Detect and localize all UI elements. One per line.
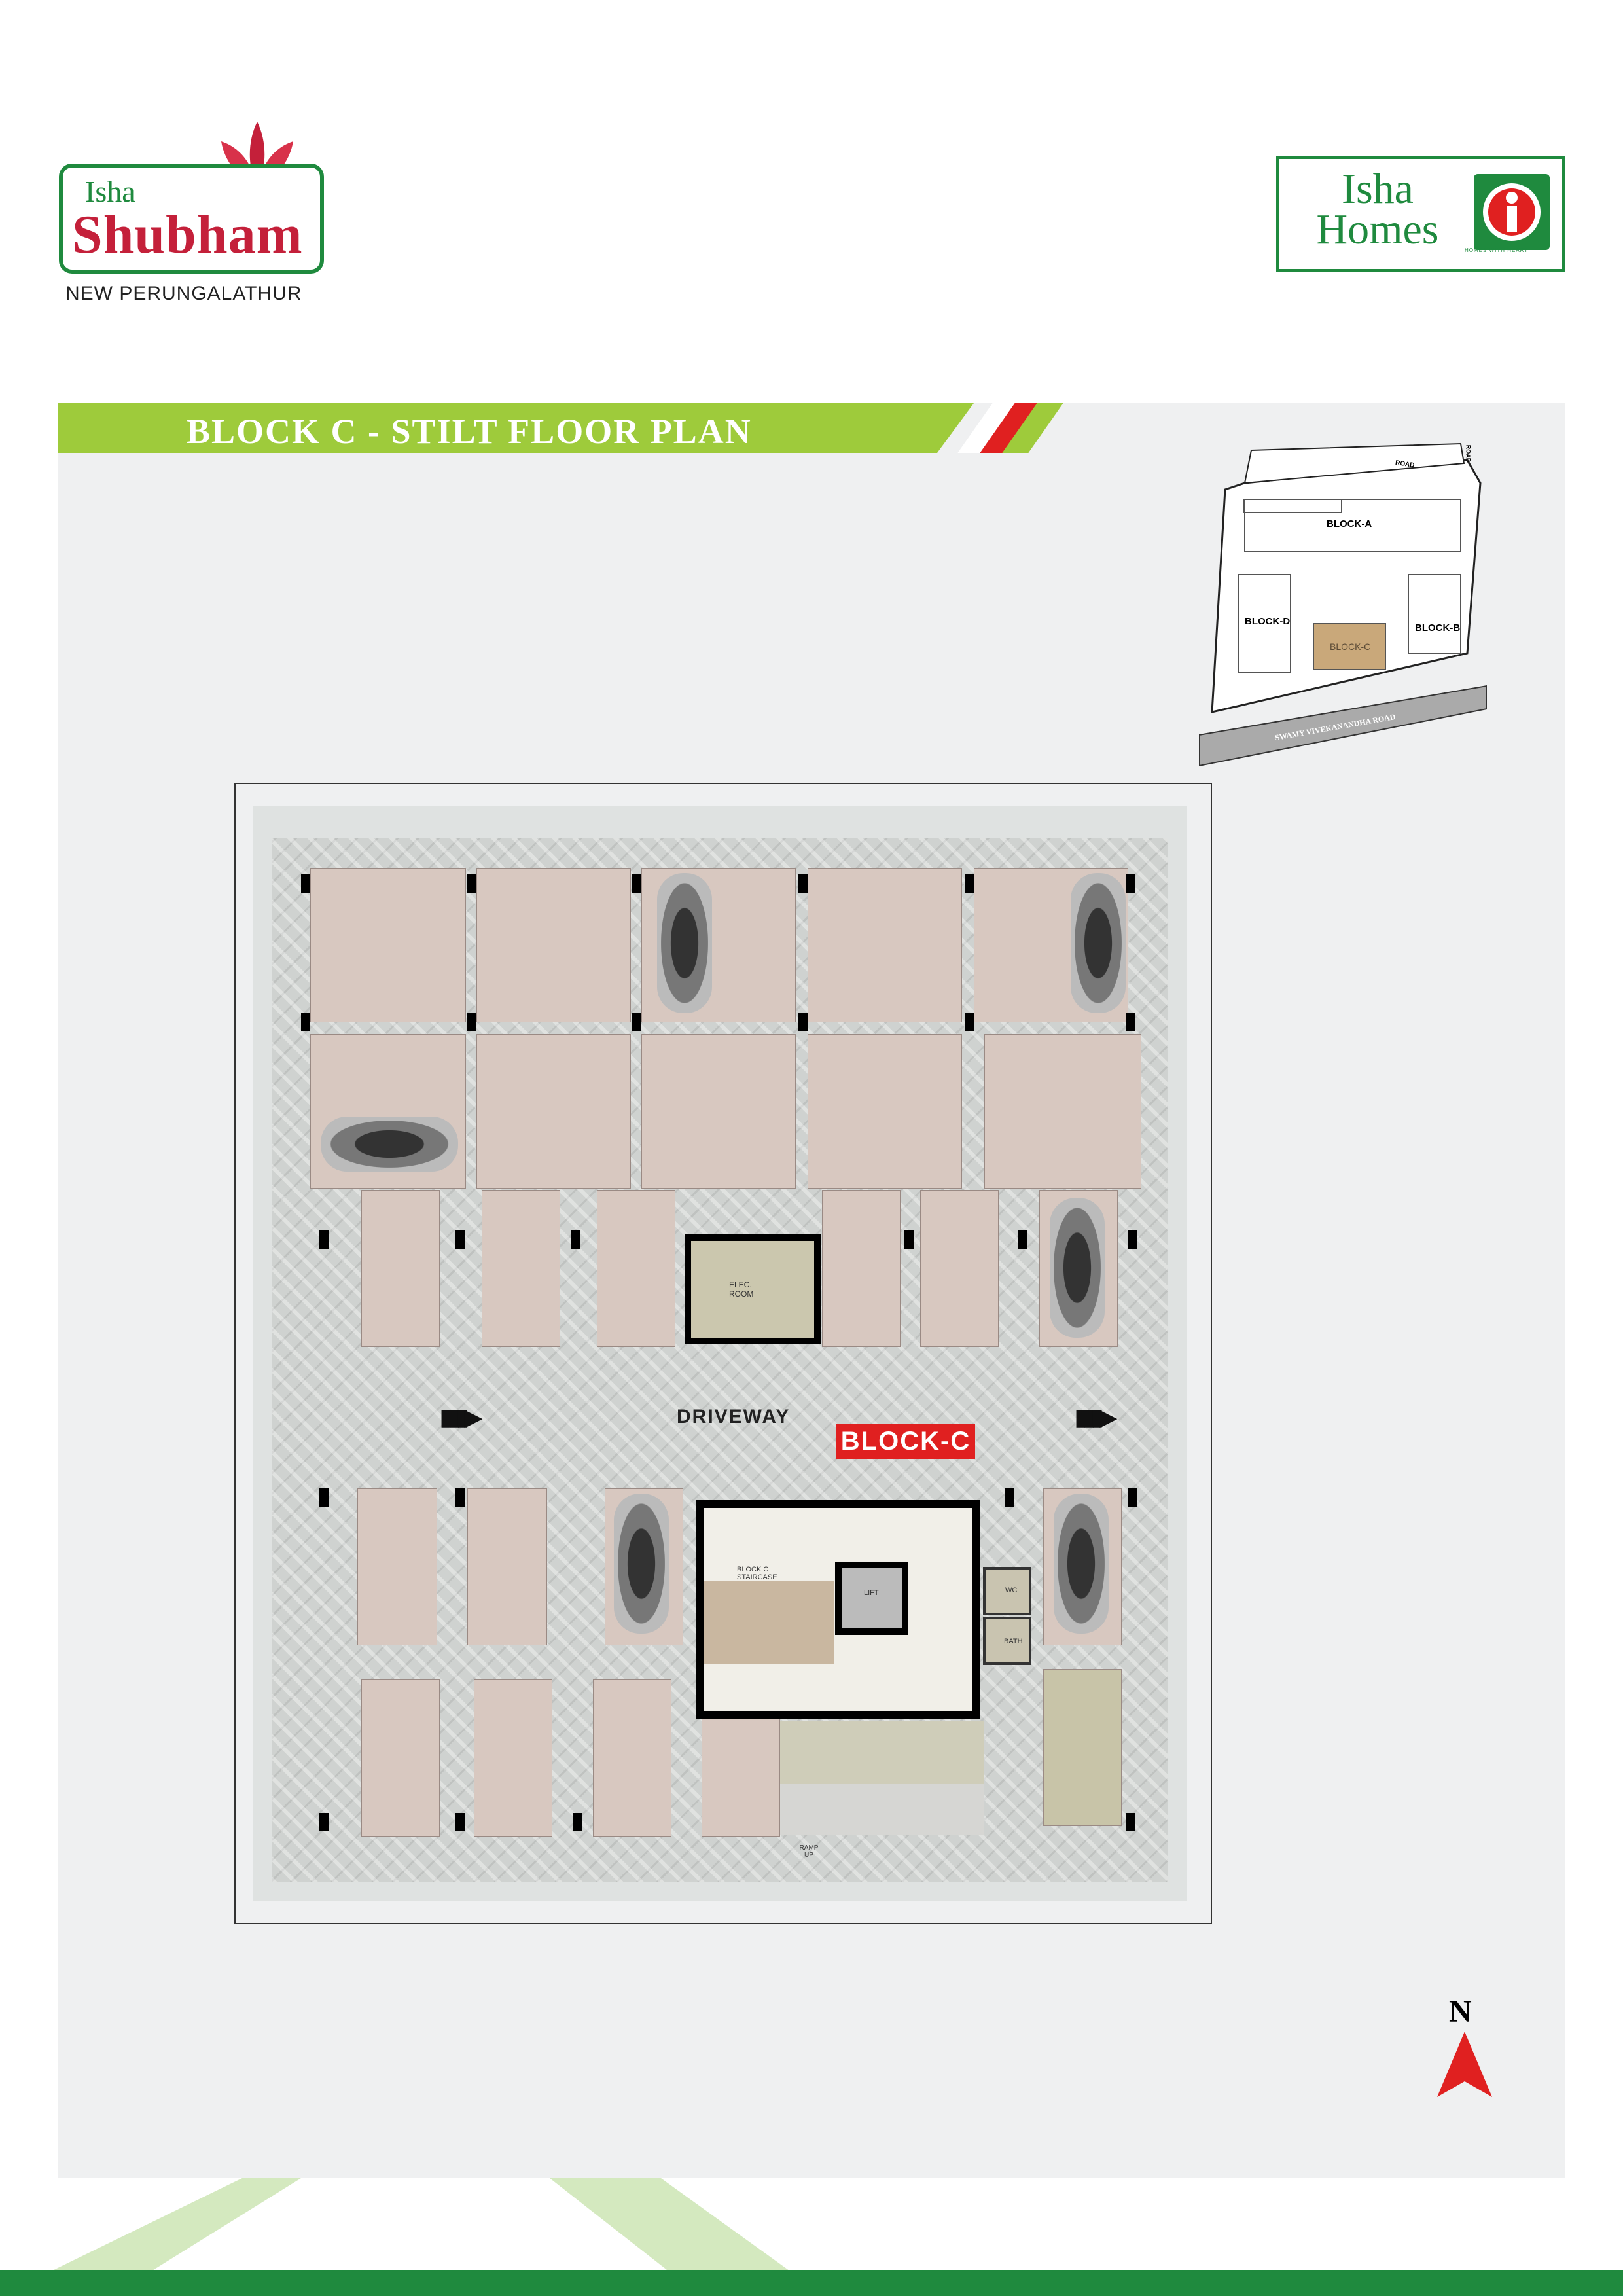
column bbox=[798, 1013, 808, 1031]
keyplan-road-side-label: ROAD bbox=[1465, 444, 1472, 463]
isha-homes-text: Isha Homes bbox=[1296, 165, 1459, 253]
elec-room-label: ELEC. ROOM bbox=[729, 1280, 754, 1299]
staircase bbox=[704, 1581, 834, 1664]
parking-bay bbox=[310, 868, 466, 1022]
isha-homes-line1: Isha bbox=[1342, 165, 1414, 213]
parking-bay bbox=[920, 1190, 999, 1347]
keyplan-block-c: BLOCK-C bbox=[1330, 641, 1371, 652]
bath-room bbox=[983, 1617, 1031, 1665]
parking-bay bbox=[474, 1679, 552, 1837]
column bbox=[455, 1488, 465, 1507]
isha-homes-line2: Homes bbox=[1316, 206, 1439, 253]
column bbox=[319, 1813, 329, 1831]
driveway-label: DRIVEWAY bbox=[677, 1406, 791, 1427]
key-plan: ROAD ROAD BLOCK-A BLOCK-D BLOCK-B BLOCK-… bbox=[1198, 437, 1488, 767]
column bbox=[798, 874, 808, 893]
bath-label: BATH bbox=[1004, 1638, 1023, 1645]
keyplan-block-a: BLOCK-A bbox=[1327, 518, 1372, 529]
north-arrow-icon bbox=[1437, 2032, 1492, 2097]
column bbox=[1128, 1230, 1137, 1249]
footer-bar bbox=[0, 2270, 1623, 2296]
arrow-right-icon: ▮▮▮▶ bbox=[1075, 1405, 1116, 1430]
parking-bay bbox=[357, 1488, 437, 1645]
column bbox=[1005, 1488, 1014, 1507]
parking-bay bbox=[593, 1679, 671, 1837]
column bbox=[1126, 1813, 1135, 1831]
shubham-logo-frame bbox=[59, 164, 324, 274]
column bbox=[1126, 874, 1135, 893]
parking-bay bbox=[361, 1190, 440, 1347]
column bbox=[467, 1013, 476, 1031]
parking-bay bbox=[476, 868, 631, 1022]
column bbox=[455, 1230, 465, 1249]
elec-room bbox=[685, 1234, 821, 1344]
keyplan-block-b: BLOCK-B bbox=[1415, 622, 1461, 634]
parking-bay bbox=[361, 1679, 440, 1837]
parking-bay bbox=[808, 1034, 962, 1189]
column bbox=[301, 874, 310, 893]
column bbox=[573, 1813, 582, 1831]
column bbox=[632, 874, 641, 893]
lift-label: LIFT bbox=[864, 1589, 879, 1597]
wc-label: WC bbox=[1005, 1587, 1018, 1594]
ramp-label: RAMP UP bbox=[799, 1844, 819, 1859]
column bbox=[965, 1013, 974, 1031]
keyplan-block-d: BLOCK-D bbox=[1245, 616, 1291, 627]
column bbox=[319, 1230, 329, 1249]
house-badge-icon bbox=[1474, 174, 1550, 250]
parking-bay bbox=[476, 1034, 631, 1189]
car-icon bbox=[321, 1117, 458, 1172]
parking-bay bbox=[597, 1190, 675, 1347]
page-title: BLOCK C - STILT FLOOR PLAN bbox=[187, 412, 752, 451]
parking-bay bbox=[822, 1190, 901, 1347]
car-icon bbox=[1071, 873, 1126, 1013]
parking-bay bbox=[1043, 1669, 1122, 1826]
column bbox=[1128, 1488, 1137, 1507]
car-icon bbox=[657, 873, 712, 1013]
lift-shaft bbox=[835, 1562, 908, 1635]
column bbox=[904, 1230, 914, 1249]
entrance-lobby bbox=[780, 1721, 984, 1784]
car-icon bbox=[614, 1494, 669, 1634]
developer-tagline: HOMES WITH HEART bbox=[1465, 247, 1529, 253]
parking-bay bbox=[808, 868, 962, 1022]
wc-room bbox=[983, 1567, 1031, 1615]
parking-bay bbox=[482, 1190, 560, 1347]
logo-shubham-text: Shubham bbox=[72, 204, 303, 265]
column bbox=[1126, 1013, 1135, 1031]
column bbox=[467, 874, 476, 893]
parking-bay bbox=[641, 1034, 796, 1189]
parking-bay bbox=[467, 1488, 547, 1645]
car-icon bbox=[1054, 1494, 1109, 1634]
parking-bay bbox=[984, 1034, 1141, 1189]
column bbox=[455, 1813, 465, 1831]
column bbox=[319, 1488, 329, 1507]
north-label: N bbox=[1449, 1994, 1472, 2029]
block-c-label: BLOCK-C bbox=[836, 1424, 975, 1459]
project-location: NEW PERUNGALATHUR bbox=[65, 283, 302, 304]
title-bar bbox=[58, 403, 974, 453]
ramp bbox=[780, 1784, 984, 1835]
column bbox=[1018, 1230, 1027, 1249]
car-icon bbox=[1050, 1198, 1105, 1338]
logo-isha-text: Isha bbox=[85, 175, 135, 208]
column bbox=[571, 1230, 580, 1249]
column bbox=[301, 1013, 310, 1031]
column bbox=[632, 1013, 641, 1031]
arrow-right-icon: ▮▮▮▶ bbox=[440, 1405, 482, 1430]
column bbox=[965, 874, 974, 893]
staircase-label: BLOCK C STAIRCASE bbox=[737, 1566, 777, 1581]
